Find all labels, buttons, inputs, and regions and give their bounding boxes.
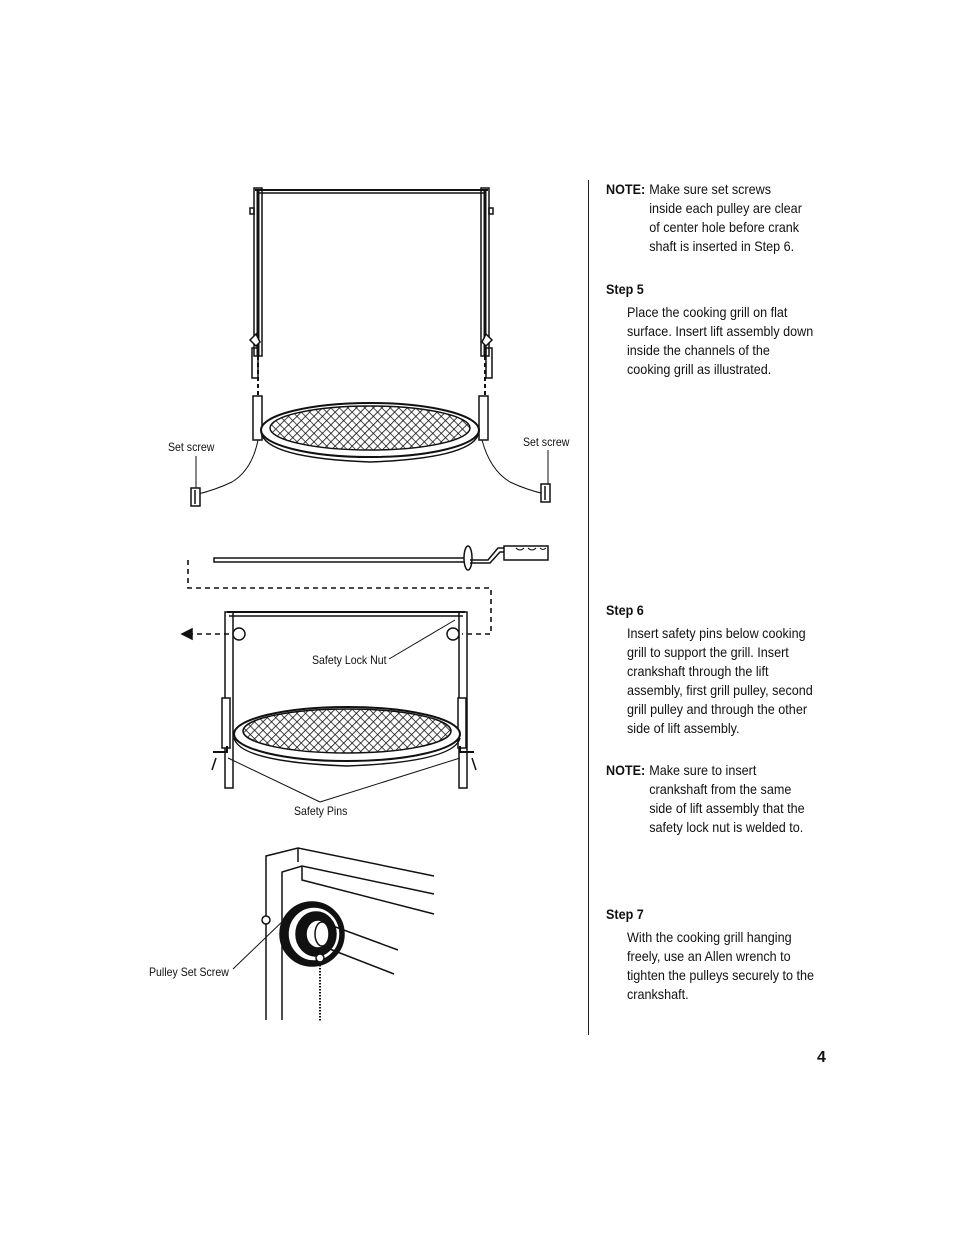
step-title: Step 7 xyxy=(606,906,644,922)
figure-lift-assembly xyxy=(190,187,551,507)
set-screw-left-label: Set screw xyxy=(168,440,215,454)
note-label: NOTE: xyxy=(606,762,646,778)
step-body: Insert safety pins below cooking grill t… xyxy=(627,625,813,736)
note-set-screws: NOTE: Make sure set screws inside each p… xyxy=(606,180,836,256)
set-screw-right-label: Set screw xyxy=(523,435,570,449)
step-title: Step 6 xyxy=(606,602,644,618)
note-text: Make sure to insert crankshaft from the … xyxy=(649,762,805,835)
note-text: Make sure set screws inside each pulley … xyxy=(649,181,802,254)
step-7: Step 7 With the cooking grill hanging fr… xyxy=(606,905,836,1004)
step-title: Step 5 xyxy=(606,281,644,297)
pulley-set-screw-label: Pulley Set Screw xyxy=(149,965,229,979)
step-body: Place the cooking grill on flat surface.… xyxy=(627,304,814,377)
step-6: Step 6 Insert safety pins below cooking … xyxy=(606,601,836,738)
safety-pins-label: Safety Pins xyxy=(294,804,348,818)
note-label: NOTE: xyxy=(606,181,646,197)
column-divider xyxy=(588,180,589,1035)
figure-crankshaft xyxy=(180,545,549,803)
assembly-illustrations xyxy=(180,187,551,1022)
step-body: With the cooking grill hanging freely, u… xyxy=(627,929,815,1002)
note-crankshaft: NOTE: Make sure to insert crankshaft fro… xyxy=(606,761,836,837)
safety-lock-nut-label: Safety Lock Nut xyxy=(312,653,387,667)
figure-pulley-detail xyxy=(232,847,435,1022)
page-number: 4 xyxy=(817,1049,826,1066)
step-5: Step 5 Place the cooking grill on flat s… xyxy=(606,280,836,379)
